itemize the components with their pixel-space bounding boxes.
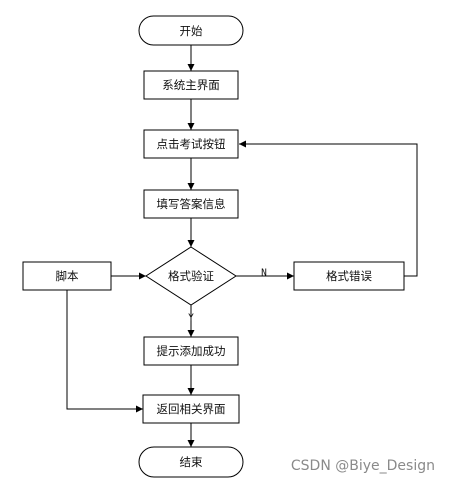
edge-label-yes: Y	[188, 313, 194, 324]
format-error-box	[293, 261, 405, 291]
format-error-label: 格式错误	[326, 269, 372, 283]
start-terminal	[138, 15, 244, 46]
end-label: 结束	[180, 455, 203, 469]
main-ui-box	[143, 70, 239, 100]
main-ui-label: 系统主界面	[162, 78, 220, 92]
edge-script-to-return	[66, 290, 143, 413]
add-success-label: 提示添加成功	[157, 344, 226, 358]
watermark-text: CSDN @Biye_Design	[291, 458, 435, 474]
fill-answer-box	[143, 189, 239, 219]
edge-error-back-to-click	[239, 140, 418, 277]
add-success-box	[143, 336, 239, 366]
start-label: 开始	[180, 24, 203, 38]
format-check-decision	[145, 246, 237, 306]
return-page-box	[142, 394, 240, 424]
script-box	[22, 261, 112, 291]
script-label: 脚本	[56, 269, 79, 283]
fill-answer-label: 填写答案信息	[157, 197, 226, 211]
click-exam-box	[143, 129, 239, 159]
edge-label-no: N	[261, 268, 267, 279]
click-exam-label: 点击考试按钮	[157, 137, 226, 151]
end-terminal	[138, 446, 244, 478]
return-page-label: 返回相关界面	[157, 402, 226, 416]
format-check-label: 格式验证	[168, 269, 214, 283]
